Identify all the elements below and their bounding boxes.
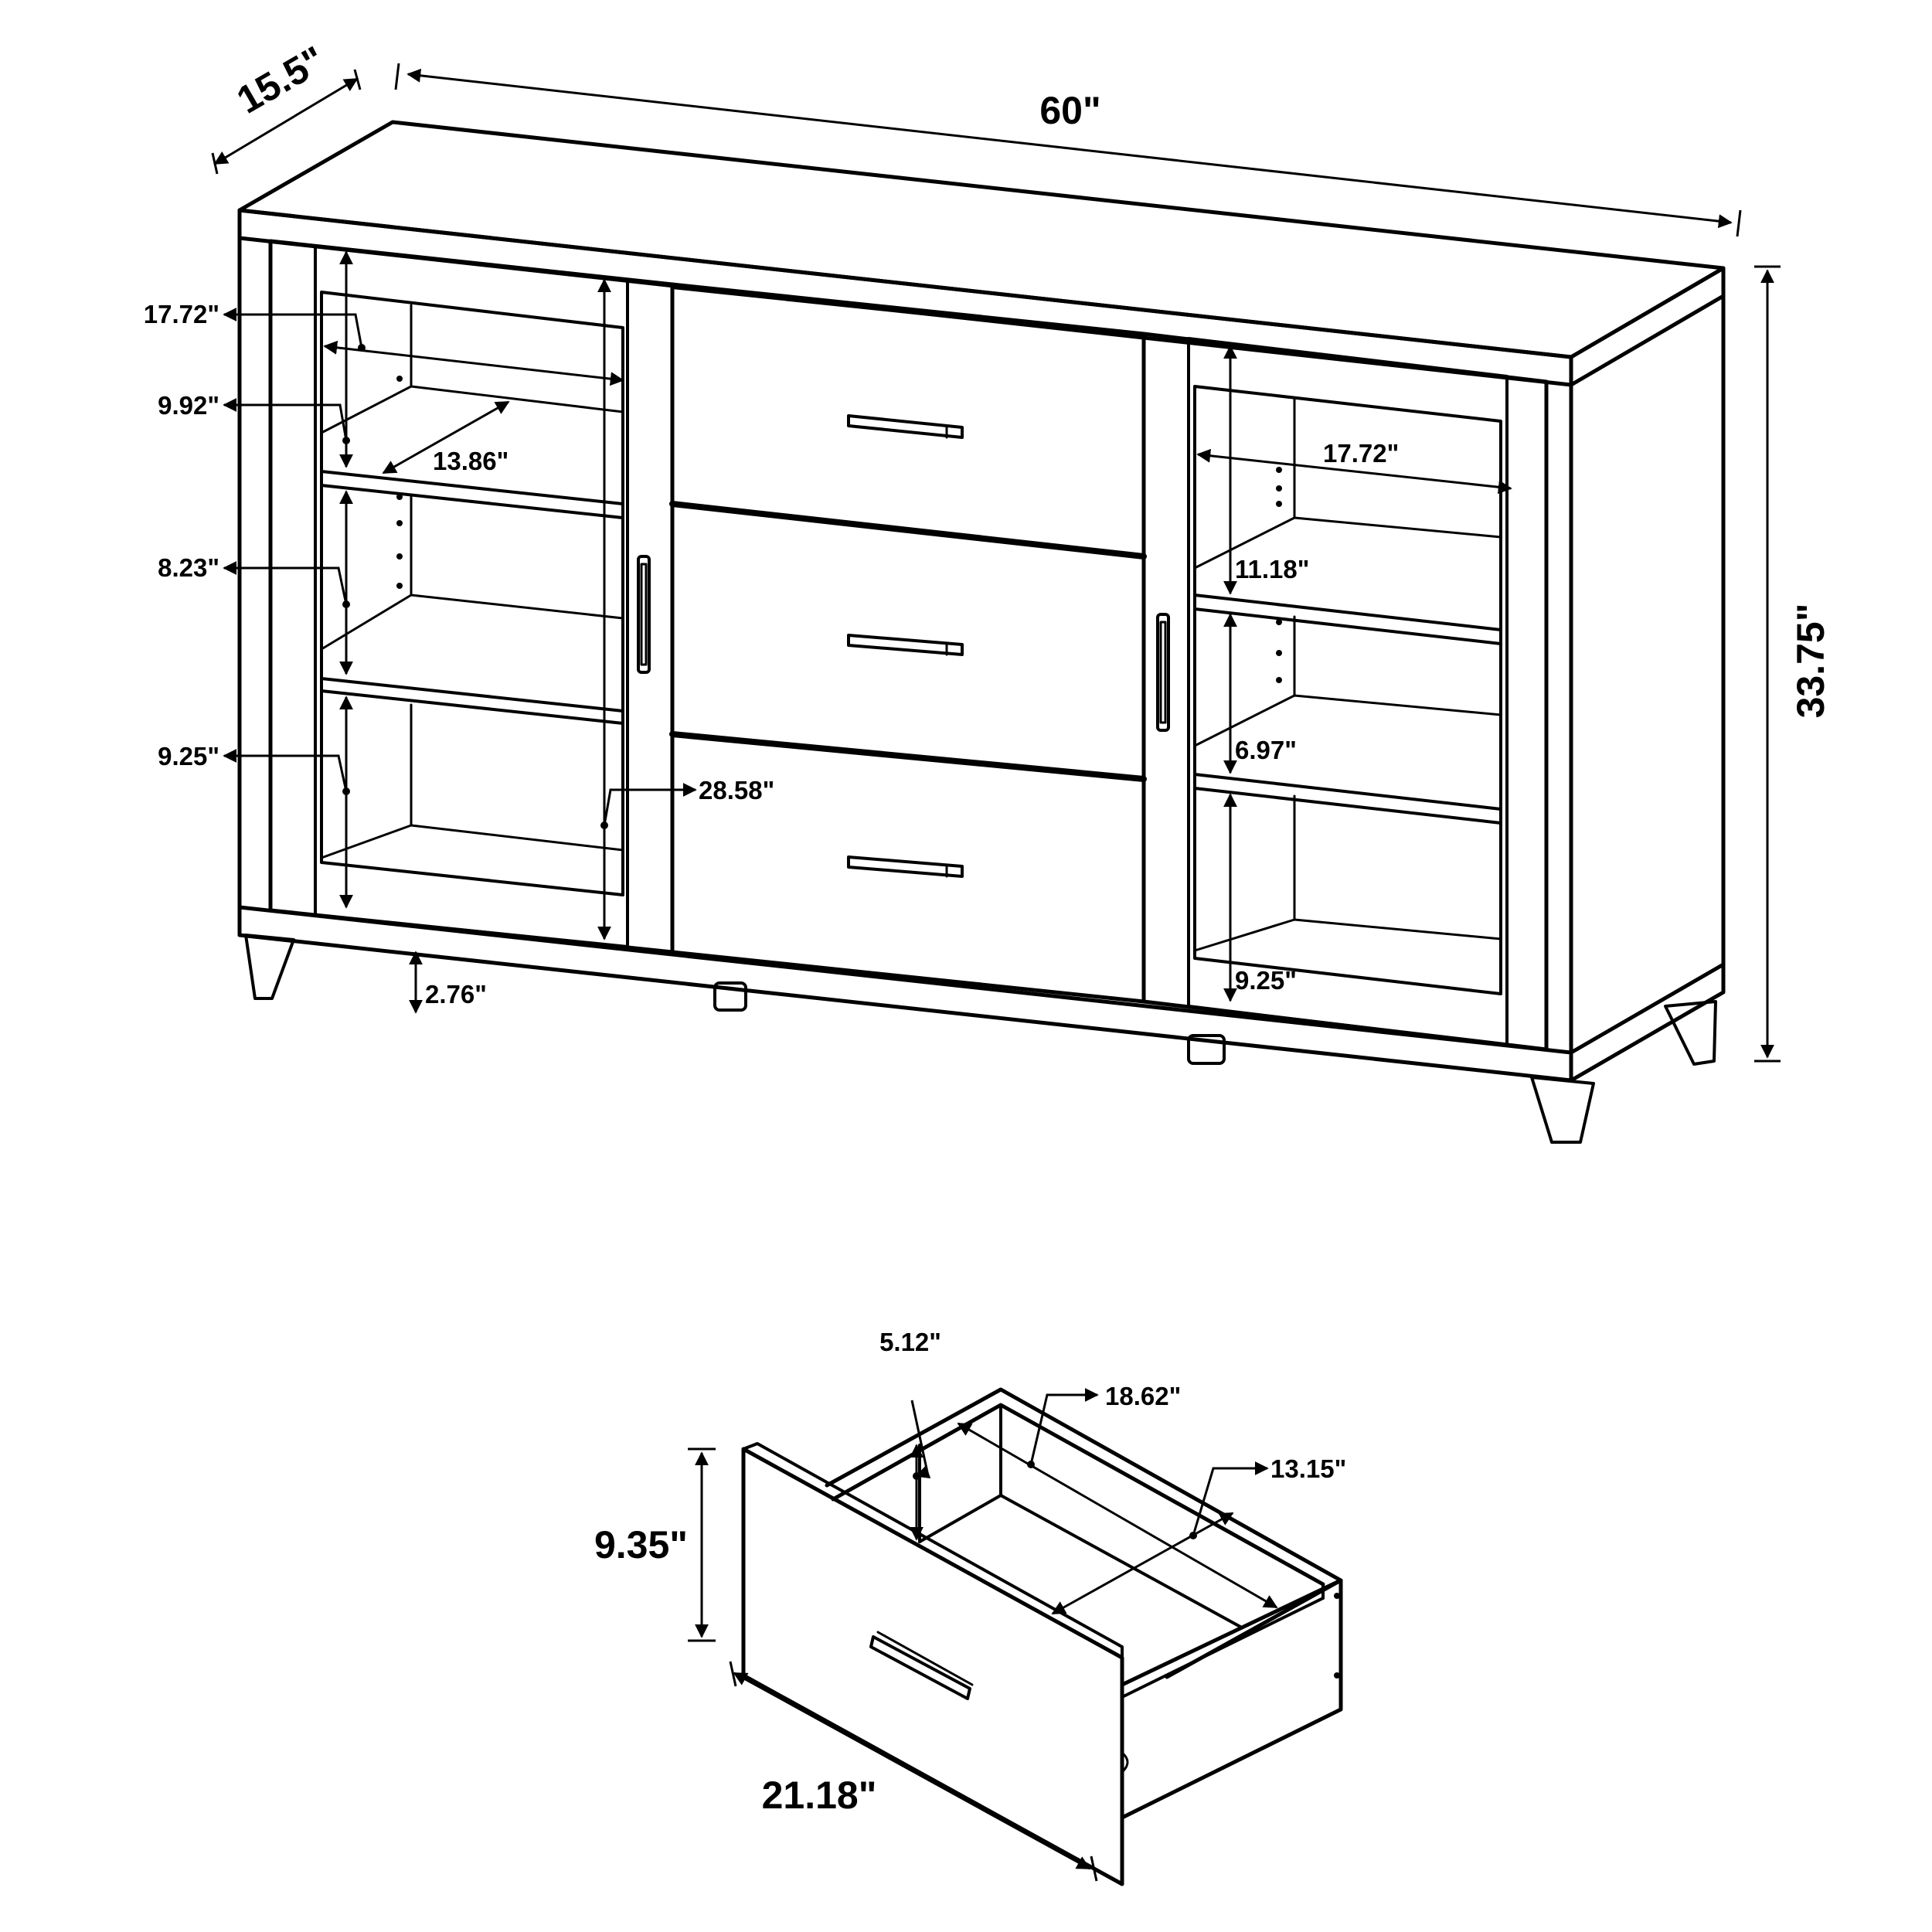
dimension-lines xyxy=(211,63,1781,1063)
dimension-labels: 15.5" 60" 33.75" 17.72" 9.92" 13.86" 8.2… xyxy=(144,38,1832,1009)
label-right-shelf-3: 9.25" xyxy=(1235,966,1297,995)
label-drawer-inner-depth: 18.62" xyxy=(1105,1382,1181,1410)
label-right-shelf-2: 6.97" xyxy=(1235,736,1297,764)
label-overall-height: 33.75" xyxy=(1789,604,1832,719)
label-right-width: 17.72" xyxy=(1323,439,1399,468)
label-overall-width: 60" xyxy=(1039,89,1100,132)
drawer-dimension-labels: 5.12" 18.62" 13.15" 9.35" 21.18" xyxy=(594,1328,1346,1817)
top-slab xyxy=(237,120,1726,387)
label-drawer-inner-height: 5.12" xyxy=(879,1328,941,1356)
drawer-pull-1 xyxy=(847,414,964,439)
label-drawer-inner-width: 13.15" xyxy=(1270,1454,1346,1483)
label-left-shelf-2: 8.23" xyxy=(158,553,219,582)
label-left-shelf-1: 9.92" xyxy=(158,391,219,420)
center-drawers xyxy=(669,282,1147,1004)
label-left-width-top: 17.72" xyxy=(144,300,219,328)
drawer-pull-3 xyxy=(847,855,964,878)
drawer-front xyxy=(741,1447,1124,1886)
drawer-pull-2 xyxy=(847,634,964,656)
drawer-drawing: 5.12" 18.62" 13.15" 9.35" 21.18" xyxy=(594,1328,1346,1886)
sideboard-drawing: 15.5" 60" 33.75" 17.72" 9.92" 13.86" 8.2… xyxy=(144,38,1832,1144)
label-drawer-front-width: 21.18" xyxy=(762,1774,877,1817)
label-leg-height: 2.76" xyxy=(425,980,487,1009)
label-left-depth: 13.86" xyxy=(433,447,509,475)
label-overall-depth: 15.5" xyxy=(230,38,332,122)
label-drawer-front-height: 9.35" xyxy=(594,1523,688,1566)
label-door-height: 28.58" xyxy=(699,776,774,804)
drawer-box xyxy=(825,1387,1343,1820)
drawer-front-handle xyxy=(869,1631,974,1700)
label-left-shelf-3: 9.25" xyxy=(158,742,219,770)
right-door xyxy=(1141,332,1549,1052)
label-right-shelf-1: 11.18" xyxy=(1235,555,1309,583)
drawer-dimension-lines xyxy=(688,1388,1278,1882)
